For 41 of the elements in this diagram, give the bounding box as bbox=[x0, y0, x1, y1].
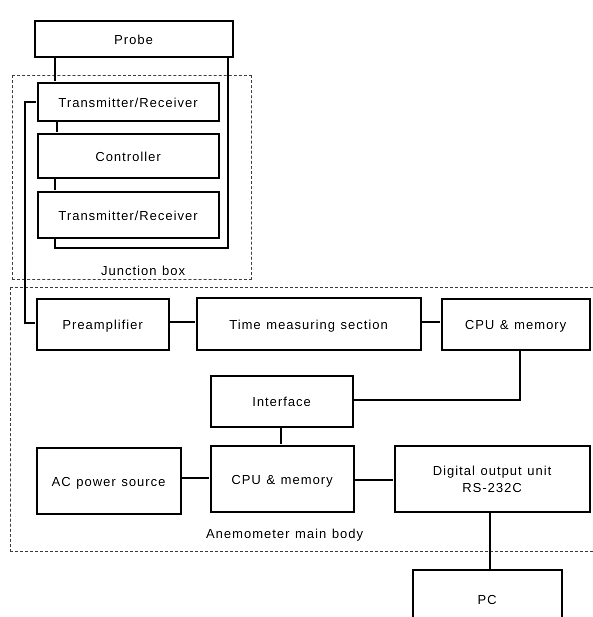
dashed-group-box bbox=[12, 75, 252, 280]
connector-line bbox=[54, 178, 56, 190]
block-label: CPU & memory bbox=[464, 316, 568, 333]
connector-line bbox=[280, 427, 282, 444]
block-label: Controller bbox=[95, 148, 162, 164]
block-box bbox=[37, 133, 220, 179]
block-box bbox=[210, 445, 355, 513]
dashed-group-box bbox=[10, 287, 593, 552]
connector-line bbox=[421, 321, 440, 323]
block-box bbox=[412, 569, 563, 617]
block-label: CPU & memory bbox=[231, 470, 334, 488]
block-label: Preamplifier bbox=[62, 316, 144, 333]
block-label: PC bbox=[477, 590, 498, 608]
block-box bbox=[196, 297, 422, 351]
connector-line bbox=[181, 477, 209, 479]
block-label: Digital output unit bbox=[432, 462, 552, 479]
connector-line bbox=[54, 58, 56, 81]
group-label: Anemometer main body bbox=[206, 525, 364, 542]
block-box bbox=[394, 445, 591, 513]
connector-line bbox=[54, 58, 229, 249]
block-label: Transmitter/Receiver bbox=[58, 94, 199, 110]
block-box bbox=[37, 82, 220, 122]
connector-line bbox=[169, 321, 195, 323]
block-label: RS-232C bbox=[462, 479, 523, 496]
block-label: Probe bbox=[114, 30, 154, 48]
connector-line bbox=[353, 350, 521, 401]
block-box bbox=[441, 298, 591, 351]
connector-line bbox=[56, 121, 58, 132]
block-box bbox=[37, 191, 220, 239]
block-box bbox=[34, 20, 234, 58]
group-label: Junction box bbox=[101, 262, 186, 279]
block-label: AC power source bbox=[52, 472, 166, 490]
connector-line bbox=[24, 101, 36, 324]
block-box bbox=[210, 375, 354, 428]
connector-line bbox=[354, 479, 393, 481]
block-label: Transmitter/Receiver bbox=[58, 206, 199, 224]
block-box bbox=[36, 447, 182, 515]
block-label: Time measuring section bbox=[229, 316, 389, 332]
block-label: Interface bbox=[252, 393, 312, 410]
block-box bbox=[36, 298, 170, 351]
connector-line bbox=[489, 512, 491, 569]
